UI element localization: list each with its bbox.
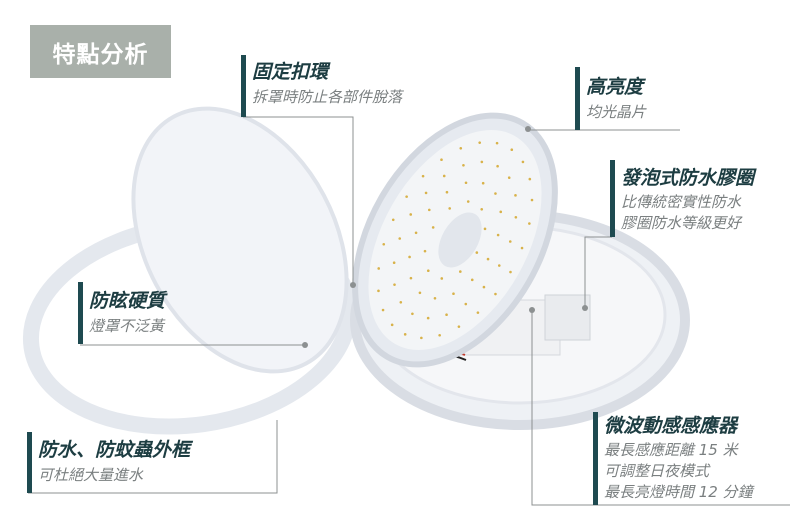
led-chip <box>421 174 425 178</box>
feature-title-microwave-sensor: 微波動感感應器 <box>604 415 738 437</box>
page-title: 特點分析 <box>30 25 171 78</box>
led-chip <box>381 308 385 312</box>
feature-desc: 均光晶片 <box>586 103 647 121</box>
led-chip <box>420 336 423 340</box>
led-chip <box>499 210 503 214</box>
led-chip <box>495 141 499 145</box>
callout-bar <box>27 432 32 493</box>
led-chip <box>440 158 443 162</box>
led-chip <box>483 227 487 231</box>
led-chip <box>478 141 481 144</box>
led-chip <box>411 312 414 316</box>
led-chip <box>393 283 396 286</box>
led-chip <box>408 255 411 259</box>
led-chip <box>520 246 524 250</box>
feature-desc: 最長感應距離 15 米 <box>604 441 738 459</box>
feature-title-waterproof-frame: 防水、防蚊蟲外框 <box>38 439 191 461</box>
feature-title-anti-glare: 防眩硬質 <box>89 290 166 312</box>
led-chip <box>464 181 468 185</box>
led-chip <box>486 257 490 261</box>
led-chip <box>398 237 402 240</box>
callout-bar <box>593 412 598 505</box>
led-chip <box>528 177 532 181</box>
led-chip <box>426 269 430 272</box>
led-chip <box>530 198 534 202</box>
callout-bar <box>610 160 615 237</box>
led-chip <box>466 200 470 203</box>
led-chip <box>514 194 517 197</box>
led-chip <box>442 174 446 178</box>
led-chip <box>497 264 501 267</box>
feature-title-fixing-clip: 固定扣環 <box>252 61 329 83</box>
led-chip <box>496 233 500 237</box>
led-chip <box>426 316 430 320</box>
sensor-module <box>544 294 591 341</box>
led-chip <box>448 207 451 210</box>
led-chip <box>377 289 380 293</box>
feature-desc: 可調整日夜模式 <box>604 462 710 480</box>
led-chip <box>414 231 418 235</box>
led-chip <box>390 323 394 327</box>
led-chip <box>464 302 468 306</box>
feature-desc: 最長亮燈時間 12 分鐘 <box>604 483 753 501</box>
led-chip <box>475 251 479 254</box>
feature-desc: 燈罩不泛黃 <box>89 317 165 335</box>
led-chip <box>459 147 463 150</box>
led-chip <box>476 311 480 314</box>
led-chip <box>494 192 497 195</box>
led-chip <box>424 191 428 195</box>
led-chip <box>514 216 518 219</box>
led-chip <box>409 276 413 280</box>
led-chip <box>438 333 441 337</box>
led-chip <box>377 267 381 270</box>
led-chip <box>459 270 462 273</box>
callout-bar <box>241 55 246 117</box>
led-chip <box>509 270 512 274</box>
led-chip <box>382 242 386 246</box>
led-chip <box>480 208 484 211</box>
led-chip <box>510 148 514 152</box>
feature-desc: 可杜絕大量進水 <box>38 466 144 484</box>
led-chip <box>409 213 413 216</box>
led-chip <box>433 296 437 300</box>
led-chip <box>507 176 511 180</box>
led-chip <box>482 285 486 289</box>
led-chip <box>440 277 444 280</box>
led-chip <box>431 226 435 229</box>
led-chip <box>452 292 455 295</box>
led-chip <box>427 208 431 212</box>
led-chip <box>423 249 427 253</box>
feature-desc: 膠圈防水等級更好 <box>621 214 742 232</box>
led-chip <box>399 300 403 304</box>
led-chip <box>405 195 408 198</box>
led-chip <box>494 292 497 296</box>
led-chip <box>403 333 407 336</box>
led-chip <box>528 222 531 225</box>
feature-desc: 拆罩時防止各部件脫落 <box>252 88 403 106</box>
feature-title-high-brightness: 高亮度 <box>586 76 644 98</box>
led-chip <box>391 218 395 222</box>
led-chip <box>392 261 396 264</box>
led-chip <box>480 160 484 164</box>
led-chip <box>445 190 449 194</box>
leader-lines <box>28 116 790 506</box>
led-chip <box>462 163 465 167</box>
led-chip <box>457 325 461 328</box>
feature-desc: 比傳統密實性防水 <box>621 193 742 211</box>
callout-bar <box>78 282 83 344</box>
diffuser-cover <box>131 106 349 374</box>
led-board-hole <box>438 212 482 268</box>
led-chip <box>496 164 499 168</box>
led-chip <box>508 240 512 243</box>
led-chip <box>418 291 422 295</box>
feature-title-waterproof-gasket: 發泡式防水膠圈 <box>621 167 755 189</box>
led-chip <box>445 313 448 317</box>
callout-bar <box>575 67 580 130</box>
led-chip <box>470 278 474 282</box>
led-chip <box>481 181 485 185</box>
led-chip <box>521 160 525 164</box>
